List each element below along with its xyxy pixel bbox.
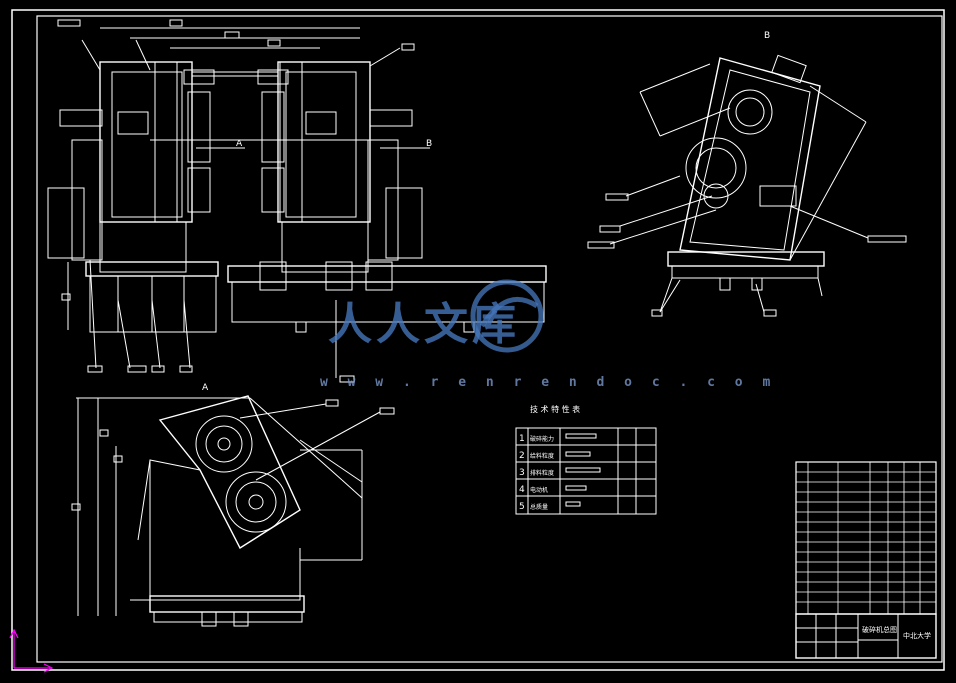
tech-row-no: 5 [519,502,525,512]
outer-frame [11,9,945,671]
tech-row-name: 电动机 [530,486,548,494]
drawing-name: 破碎机总图 [862,625,897,634]
tech-row-no: 4 [519,485,525,495]
view-label-b-top: B [764,31,770,41]
school-name: 中北大学 [903,631,931,640]
tech-table [515,427,657,515]
tech-row-no: 1 [519,434,525,444]
tech-row-name: 给料粒度 [530,452,554,460]
front-view [47,19,547,383]
section-view-a [71,395,395,627]
watermark-logo-icon [470,279,544,353]
inner-frame [36,15,943,663]
tech-row-no: 3 [519,468,525,478]
view-label-a-bottom: A [202,383,209,393]
view-label-b-right: B [426,139,432,149]
tech-row-no: 2 [519,451,525,461]
tech-row-name: 排料粒度 [530,469,554,477]
parts-list [795,461,937,615]
tech-row-name: 破碎能力 [530,435,554,443]
view-label-a-left: A [236,139,243,149]
watermark-url: w w w . r e n r e n d o c . c o m [320,375,777,390]
ucs-icon [9,628,54,673]
tech-row-name: 总质量 [530,503,548,511]
tech-table-title: 技 术 特 性 表 [530,404,580,414]
side-view-b [587,54,907,317]
title-block [795,613,937,659]
